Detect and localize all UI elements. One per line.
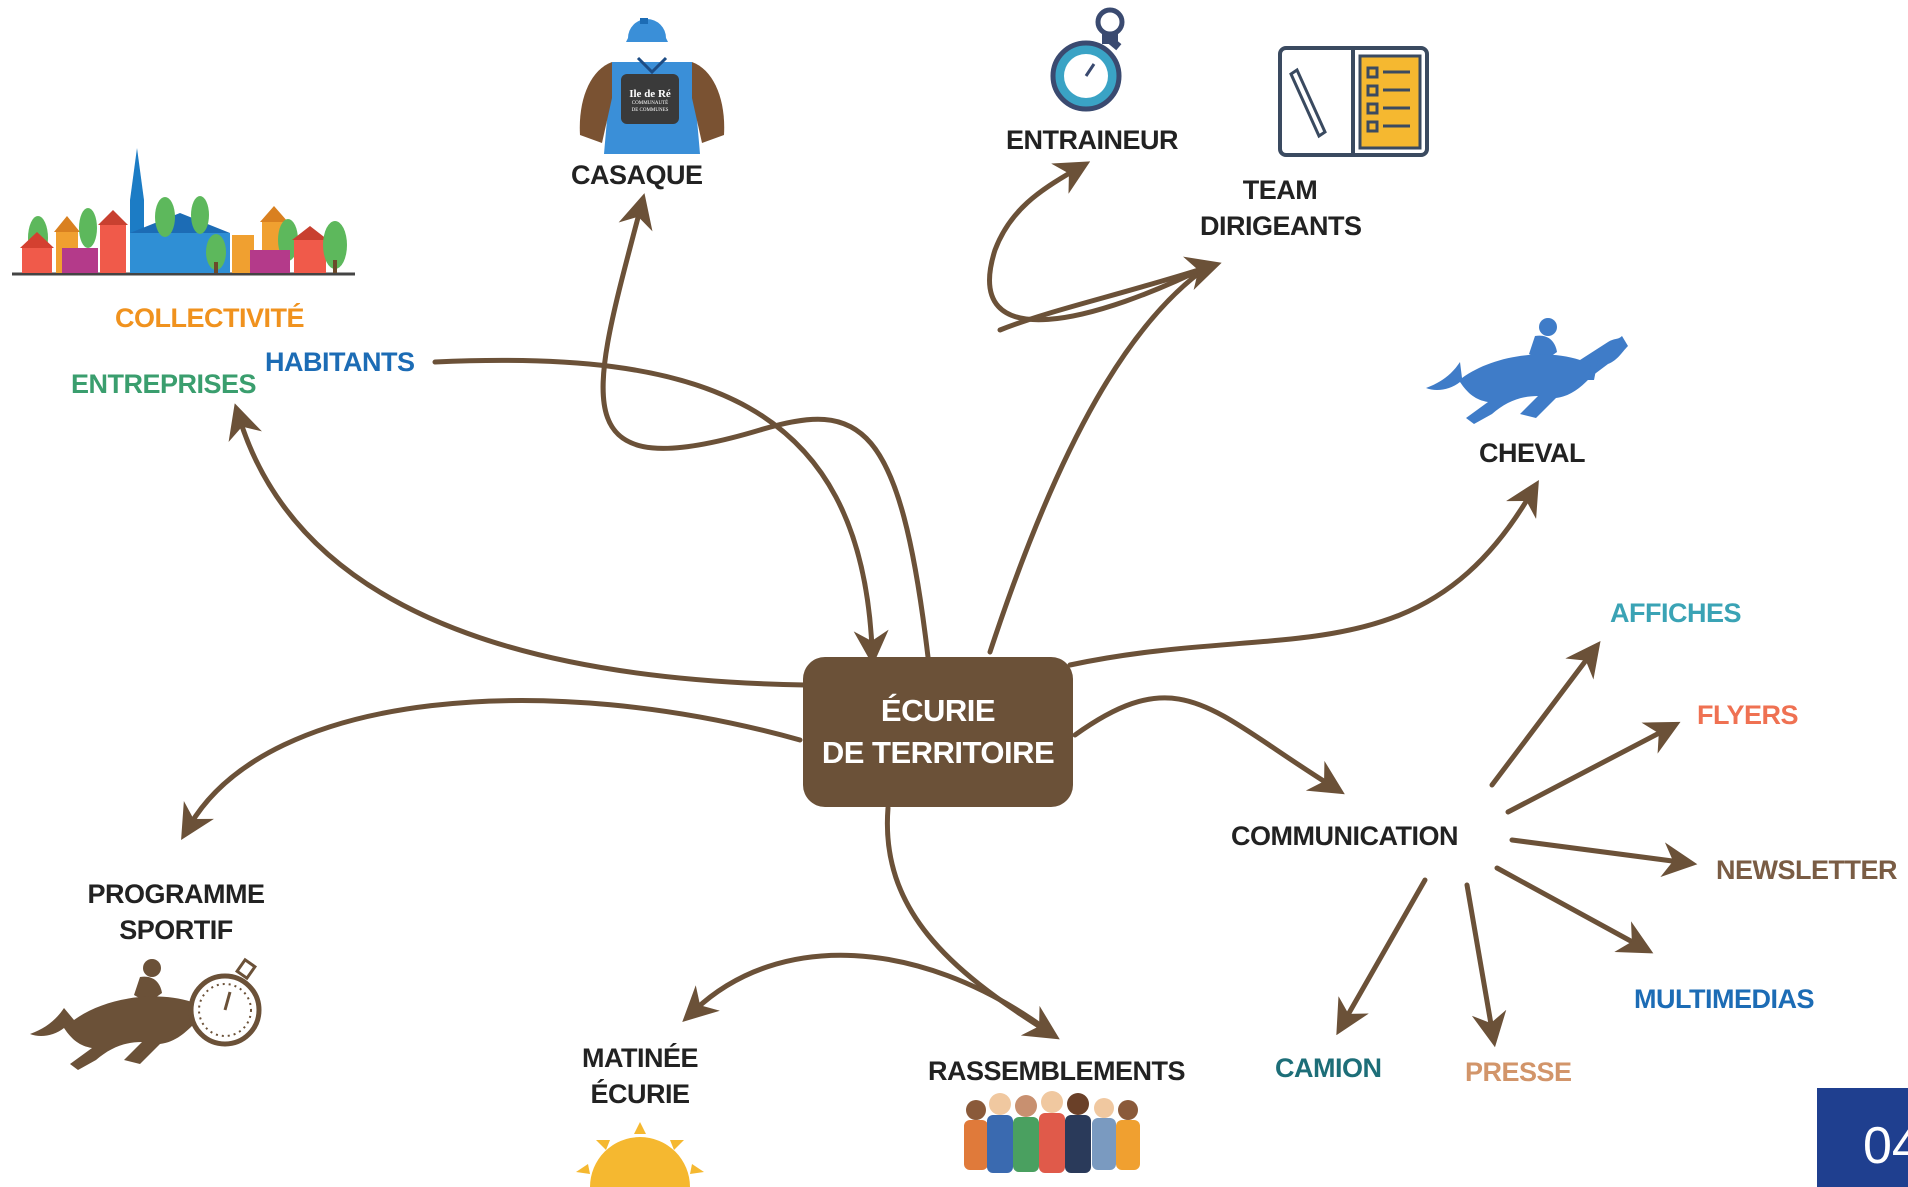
arrow-to-communication	[1072, 695, 1345, 795]
label-presse: PRESSE	[1465, 1057, 1572, 1087]
arrow-to-team	[997, 256, 1222, 333]
center-node: ÉCURIE DE TERRITOIRE	[803, 657, 1073, 807]
arrow-to-affiches	[1489, 641, 1601, 788]
label-matinee-line1: MATINÉE	[582, 1043, 699, 1073]
arrow-to-entraineur	[987, 161, 1212, 655]
label-team-line2: DIRIGEANTS	[1200, 211, 1362, 241]
arrow-to-rassemblements	[884, 805, 1060, 1040]
racehorse-icon	[1426, 318, 1628, 424]
arrow-to-multimedias	[1494, 865, 1654, 954]
label-multimedias: MULTIMEDIAS	[1634, 984, 1814, 1014]
label-habitants: HABITANTS	[265, 347, 415, 377]
arrow-to-presse	[1464, 882, 1507, 1048]
label-collectivite: COLLECTIVITÉ	[115, 303, 305, 333]
casaque-logo-sub1: COMMUNAUTÉ	[631, 101, 669, 106]
page-number-box: 04	[1817, 1088, 1908, 1187]
arrow-to-casaque	[600, 193, 931, 660]
arrow-to-cheval	[1067, 479, 1539, 668]
label-rassemblements: RASSEMBLEMENTS	[928, 1056, 1186, 1086]
label-communication: COMMUNICATION	[1231, 821, 1458, 851]
clipboard-icon	[1278, 46, 1429, 157]
page-number: 04	[1863, 1117, 1908, 1175]
label-casaque: CASAQUE	[571, 160, 703, 190]
label-matinee-ecurie: MATINÉE ÉCURIE	[570, 1040, 710, 1112]
arrow-to-newsletter	[1509, 837, 1698, 878]
label-programme-line1: PROGRAMME	[87, 879, 266, 909]
label-affiches: AFFICHES	[1610, 598, 1742, 628]
label-matinee-line2: ÉCURIE	[590, 1079, 690, 1109]
label-newsletter: NEWSLETTER	[1716, 855, 1898, 885]
casaque-logo-title: Ile de Ré	[629, 88, 671, 100]
label-team-dirigeants: TEAM DIRIGEANTS	[1200, 172, 1362, 244]
arrow-to-matinee	[682, 952, 1043, 1028]
label-cheval: CHEVAL	[1479, 438, 1586, 468]
label-camion: CAMION	[1275, 1053, 1382, 1083]
label-programme-sportif: PROGRAMME SPORTIF	[76, 876, 276, 948]
horse-stopwatch-icon	[30, 957, 262, 1070]
arrow-to-flyers	[1505, 721, 1681, 815]
casaque-logo-sub2: DE COMMUNES	[631, 108, 669, 113]
arrow-habitants-to-center	[432, 357, 889, 666]
center-line2: DE TERRITOIRE	[821, 735, 1055, 770]
label-flyers: FLYERS	[1697, 700, 1799, 730]
label-entreprises: ENTREPRISES	[71, 369, 257, 399]
arrow-to-programme	[181, 698, 803, 841]
arrow-to-camion	[1336, 877, 1428, 1036]
label-team-line1: TEAM	[1242, 175, 1318, 205]
label-programme-line2: SPORTIF	[119, 915, 233, 945]
city-icon	[12, 148, 355, 276]
center-line1: ÉCURIE	[880, 693, 996, 728]
sun-icon	[576, 1122, 704, 1187]
label-entraineur: ENTRAINEUR	[1006, 125, 1179, 155]
arrow-to-entreprises	[228, 403, 808, 688]
people-group-icon	[964, 1091, 1140, 1173]
jockey-silk-icon	[579, 18, 725, 154]
casaque-logo: Ile de Ré COMMUNAUTÉ DE COMMUNES	[622, 88, 678, 114]
stopwatch-icon	[1050, 7, 1125, 112]
